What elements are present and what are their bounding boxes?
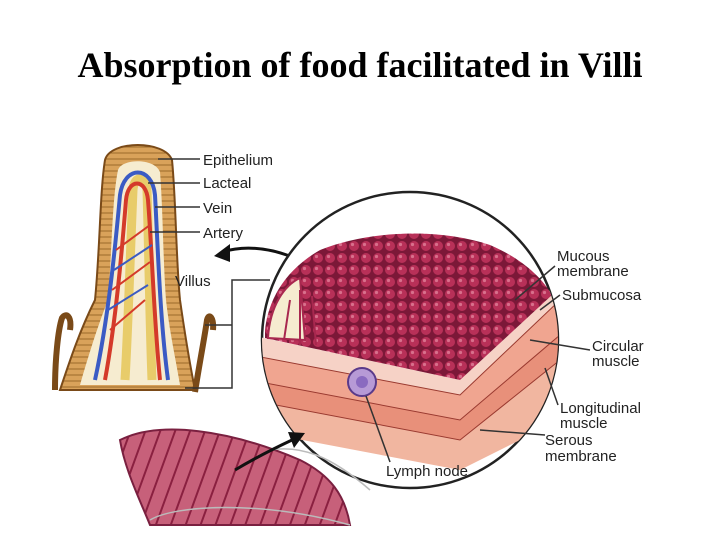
submucosa bbox=[262, 280, 558, 395]
label-longitudinal-2: muscle bbox=[560, 415, 608, 432]
section-villi bbox=[266, 276, 307, 342]
label-submucosa: Submucosa bbox=[562, 287, 642, 304]
segment-pointer-arrow bbox=[234, 438, 293, 472]
villus-artery bbox=[103, 181, 162, 381]
slide-title: Absorption of food facilitated in Villi bbox=[77, 45, 643, 85]
villus-pointer-arrow bbox=[221, 246, 296, 260]
villus-leaders bbox=[148, 158, 270, 389]
mucous-membrane bbox=[265, 233, 552, 380]
label-circular-2: muscle bbox=[592, 353, 640, 370]
circular-muscle bbox=[262, 300, 558, 420]
label-serous-1: Serous bbox=[545, 432, 593, 449]
villus-illustration bbox=[52, 144, 217, 393]
label-mucous-1: Mucous bbox=[557, 248, 610, 265]
magnified-wall bbox=[260, 190, 560, 490]
longitudinal-muscle bbox=[262, 335, 558, 440]
segment-pointer-arrowhead bbox=[288, 432, 305, 448]
wall-leaders bbox=[365, 265, 591, 463]
villus-neighbor-right bbox=[192, 313, 217, 393]
villus-lacteal bbox=[120, 174, 157, 381]
label-artery: Artery bbox=[203, 225, 244, 242]
villus-pointer-arrowhead bbox=[214, 244, 230, 262]
label-circular-1: Circular bbox=[592, 338, 644, 355]
villus-neighbor-left bbox=[52, 312, 74, 391]
label-lymph-node: Lymph node bbox=[386, 463, 468, 480]
label-lacteal: Lacteal bbox=[203, 175, 251, 192]
intestine-segment bbox=[118, 428, 371, 526]
label-villus: Villus bbox=[175, 273, 211, 290]
label-vein: Vein bbox=[203, 200, 232, 217]
label-epithelium: Epithelium bbox=[203, 152, 273, 169]
villus-vein bbox=[93, 170, 170, 381]
label-mucous-2: membrane bbox=[557, 263, 629, 280]
label-longitudinal-1: Longitudinal bbox=[560, 400, 641, 417]
serous-layer bbox=[262, 360, 558, 470]
label-serous-2: membrane bbox=[545, 448, 617, 465]
